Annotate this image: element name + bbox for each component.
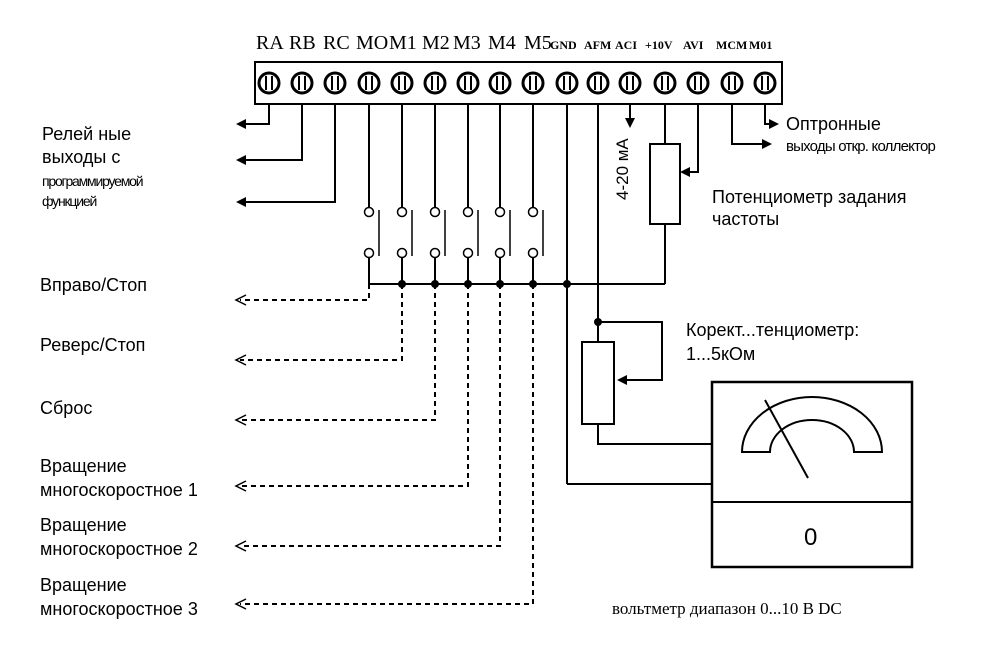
corr-pot-label-line2: 1...5кОм (686, 344, 755, 364)
terminal-block (254, 61, 783, 105)
current-label: 4-20 мА (613, 138, 632, 200)
terminal-screw-m4 (488, 71, 512, 95)
reset-label: Сброс (40, 398, 92, 418)
terminal-screw-mcm (720, 71, 744, 95)
terminal-label-10v: +10V (645, 38, 673, 52)
reverse-stop-label: Реверс/Стоп (40, 335, 145, 355)
corr-pot-label-line1: Корект...тенциометр: (686, 320, 859, 340)
terminal-screw-afm (586, 71, 610, 95)
terminal-labels: RA RB RC MO M1 M2 M3 M4 M5 (256, 32, 552, 54)
switch-contact-2 (396, 206, 413, 284)
switch-contacts (363, 206, 544, 284)
terminal-screw-mo (357, 71, 381, 95)
terminal-screw-rc (323, 71, 347, 95)
dashed-control-lines (234, 284, 534, 610)
switch-contact-4 (462, 206, 479, 284)
terminal-screw-avi (686, 71, 710, 95)
left-labels: Релей ные выходы с программируемой функц… (40, 124, 198, 619)
terminal-screw-ra (257, 71, 281, 95)
relay-label-line4: функцией (42, 193, 96, 209)
terminal-screw-m01 (753, 71, 777, 95)
frequency-potentiometer (649, 143, 681, 225)
switch-contact-1 (363, 206, 380, 284)
optron-label-line2: выходы откр. коллектор (786, 138, 935, 155)
terminal-label-m4: M4 (488, 32, 516, 54)
terminal-screws (257, 71, 777, 95)
switch-contact-5 (494, 206, 511, 284)
terminal-label-m2: M2 (422, 32, 450, 54)
terminal-label-gnd: GND (550, 38, 577, 52)
terminal-label-rb: RB (289, 32, 316, 54)
relay-label-line3: программируемой (42, 173, 143, 189)
voltmeter-caption: вольтметр диапазон 0...10 В DC (612, 599, 842, 618)
forward-stop-label: Вправо/Стоп (40, 275, 147, 295)
terminal-label-avi: AVI (683, 38, 704, 52)
terminal-screw-m3 (456, 71, 480, 95)
voltmeter-zero-label: 0 (804, 524, 817, 551)
multispeed3-line2: многоскоростное 3 (40, 599, 198, 619)
terminal-label-m01: M01 (749, 38, 772, 52)
multispeed2-line1: Вращение (40, 515, 127, 535)
terminal-label-mo: MO (356, 32, 388, 54)
multispeed2-line2: многоскоростное 2 (40, 539, 198, 559)
terminal-screw-m5 (521, 71, 545, 95)
relay-label-line1: Релей ные (42, 124, 131, 144)
terminal-label-mcm: MCM (716, 38, 747, 52)
multispeed1-line2: многоскоростное 1 (40, 480, 198, 500)
terminal-label-m5: M5 (524, 32, 552, 54)
terminal-screw-aci (618, 71, 642, 95)
terminal-label-rc: RC (323, 32, 350, 54)
switch-inputs (363, 104, 712, 485)
analog-wiring (581, 104, 779, 445)
freq-pot-label-line2: частоты (712, 209, 779, 229)
freq-pot-label-line1: Потенциометр задания (712, 187, 906, 207)
terminal-label-m1: M1 (389, 32, 417, 54)
terminal-screw-m2 (423, 71, 447, 95)
relay-output-wires (236, 104, 336, 207)
terminal-label-m3: M3 (453, 32, 481, 54)
multispeed3-line1: Вращение (40, 575, 127, 595)
terminal-label-afm: AFM (584, 38, 611, 52)
terminal-label-aci: ACI (615, 38, 637, 52)
switch-contact-3 (429, 206, 446, 284)
terminal-screw-gnd (555, 71, 579, 95)
terminal-label-ra: RA (256, 32, 284, 54)
correction-potentiometer (581, 341, 615, 425)
relay-label-line2: выходы с (42, 147, 120, 167)
terminal-labels-small: GND AFM ACI +10V AVI MCM M01 (550, 38, 772, 52)
right-labels: Оптронные выходы откр. коллектор 4-20 мА… (613, 114, 936, 551)
multispeed1-line1: Вращение (40, 456, 127, 476)
voltmeter-needle (764, 399, 809, 479)
voltmeter (710, 380, 914, 569)
terminal-screw-rb (290, 71, 314, 95)
switch-contact-6 (527, 206, 544, 284)
terminal-screw-10v (653, 71, 677, 95)
optron-label-line1: Оптронные (786, 114, 881, 134)
terminal-screw-m1 (390, 71, 414, 95)
